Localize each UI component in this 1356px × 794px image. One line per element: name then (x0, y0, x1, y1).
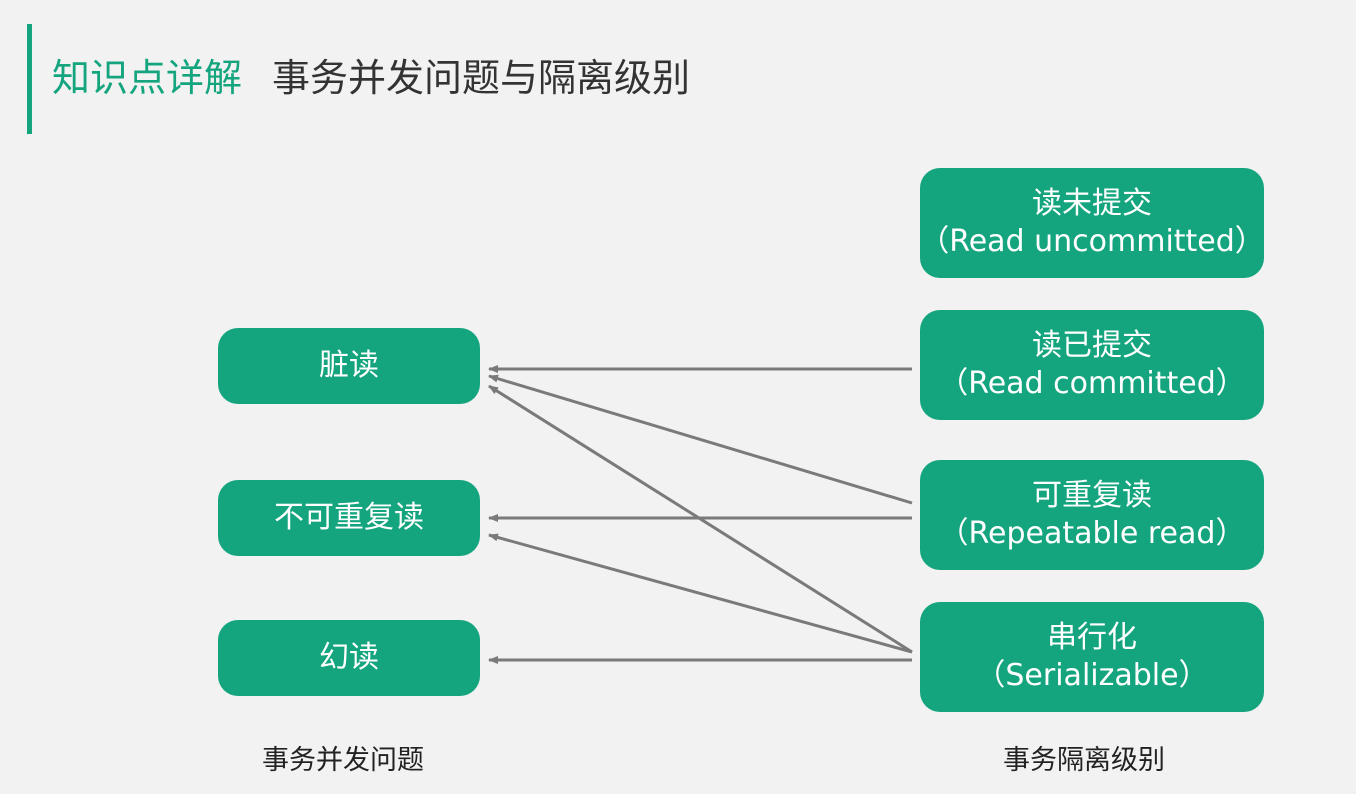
level-serializable-cn: 串行化 (1047, 620, 1137, 655)
level-read-committed: 读已提交 （Read committed） (920, 310, 1264, 420)
level-serializable: 串行化 （Serializable） (920, 602, 1264, 712)
level-read-uncommitted-cn: 读未提交 (1032, 186, 1152, 221)
level-read-committed-cn: 读已提交 (1032, 328, 1152, 363)
problem-dirty-read-label: 脏读 (319, 348, 379, 383)
level-repeatable-read-en: （Repeatable read） (938, 516, 1246, 551)
arrow-repeatable-read-to-dirty-read (488, 374, 913, 505)
problem-dirty-read: 脏读 (218, 328, 480, 404)
level-read-uncommitted-en: （Read uncommitted） (919, 224, 1265, 259)
level-serializable-en: （Serializable） (975, 658, 1209, 693)
arrow-serializable-to-non-repeatable-read (488, 533, 913, 654)
problem-non-repeatable-read-label: 不可重复读 (274, 500, 424, 535)
problem-phantom-read-label: 幻读 (319, 640, 379, 675)
level-repeatable-read-cn: 可重复读 (1032, 478, 1152, 513)
page-title: 知识点详解事务并发问题与隔离级别 (52, 54, 690, 102)
problem-phantom-read: 幻读 (218, 620, 480, 696)
problem-non-repeatable-read: 不可重复读 (218, 480, 480, 556)
level-read-uncommitted: 读未提交 （Read uncommitted） (919, 168, 1265, 278)
caption-isolation-levels: 事务隔离级别 (1003, 745, 1165, 776)
caption-concurrency-problems: 事务并发问题 (262, 745, 424, 776)
level-read-committed-en: （Read committed） (938, 366, 1246, 401)
title-main: 事务并发问题与隔离级别 (272, 56, 691, 100)
title-accent-bar (27, 24, 32, 134)
title-prefix: 知识点详解 (52, 56, 243, 100)
level-repeatable-read: 可重复读 （Repeatable read） (920, 460, 1264, 570)
